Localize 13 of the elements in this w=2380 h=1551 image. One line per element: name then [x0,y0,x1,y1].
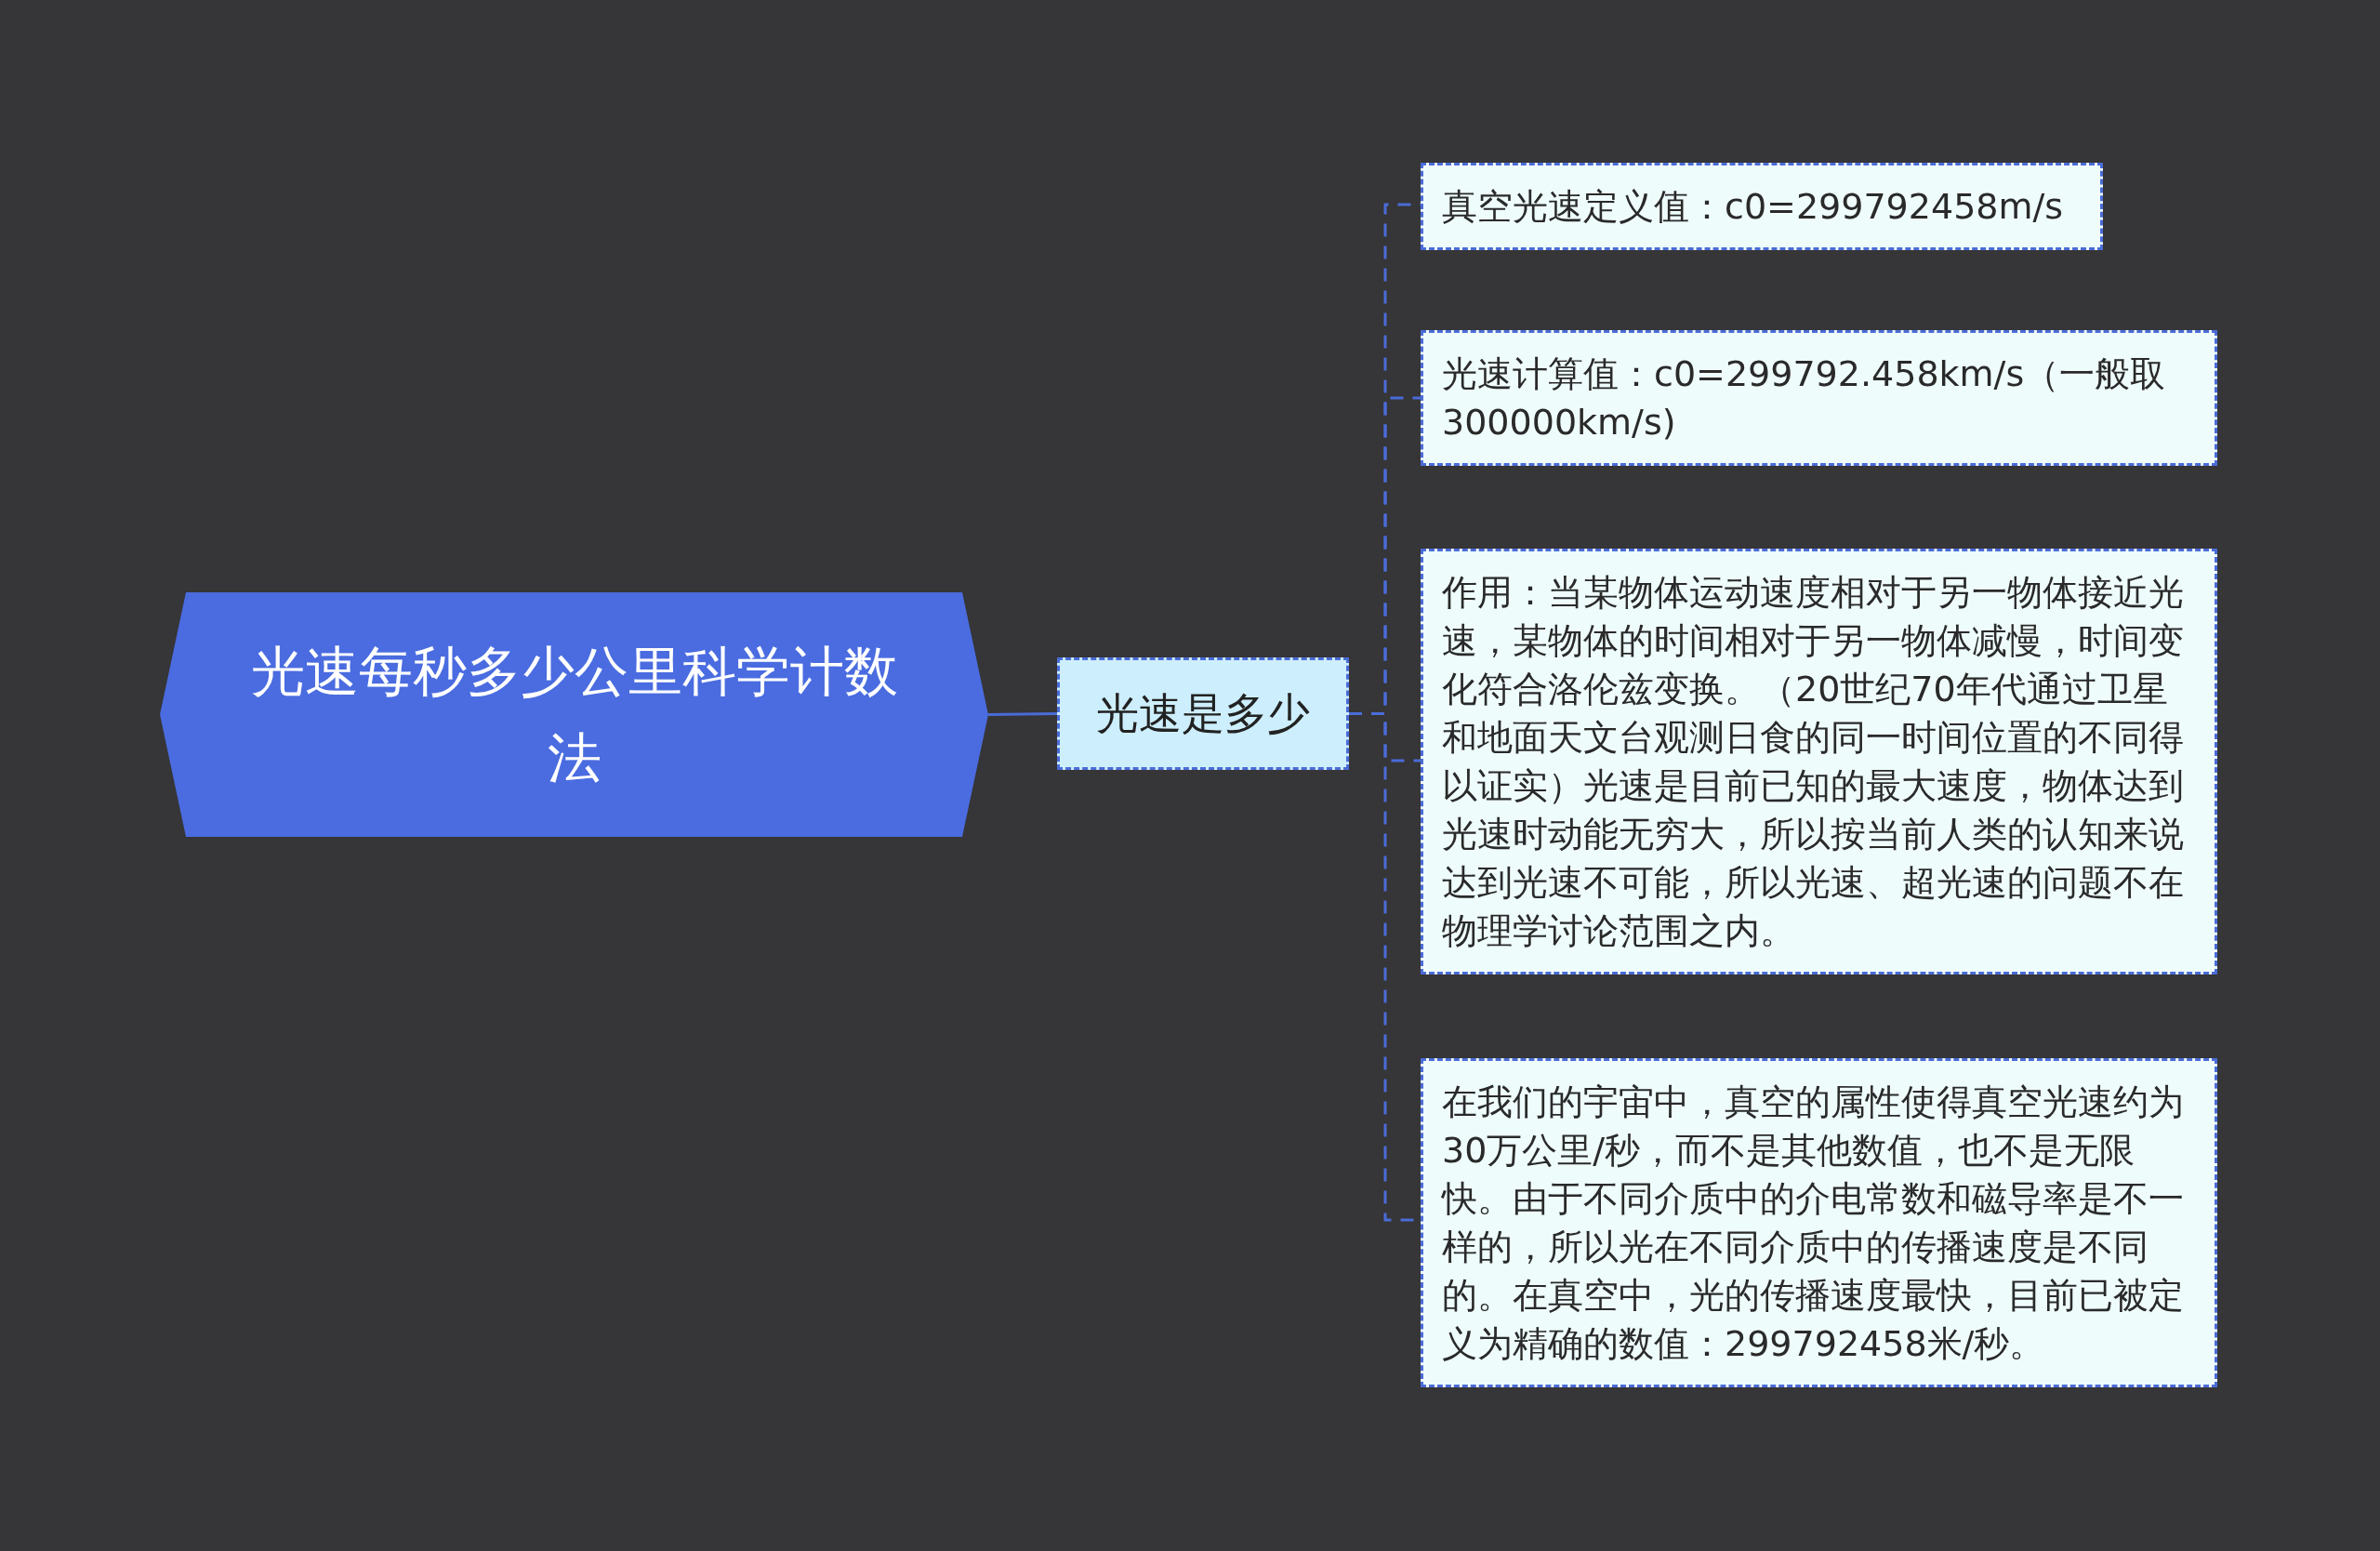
node-text: 作用：当某物体运动速度相对于另一物体接近光速，某物体的时间相对于另一物体减慢，时间变化符合洛伦兹变换。（20世纪70年代通过卫星和地面天文台观测日食的同一时间位置的不同得以证实）光速是目前已知的最大速度，物体达到光速时动能无穷大，所以按当前人类的认知来说达到光速不可能，所以光速、超光速的问题不在物理学讨论范围之内。 [1442,571,2185,953]
topic-hexagon [160,592,988,837]
node-text: 光速计算值：c0=299792.458km/s（一般取300000km/s) [1442,352,2167,444]
detail-box [1421,163,2103,250]
connector-line [987,712,1058,716]
detail-box [1421,330,2217,466]
node-text: 光速是多少 [1095,686,1311,740]
subtopic-box [1057,657,1349,770]
node-text: 在我们的宇宙中，真空的属性使得真空光速约为30万公里/秒，而不是其他数值，也不是无限快。由于不同介质中的介电常数和磁导率是不一样的，所以光在不同介质中的传播速度是不同的。在真空中，光的传播速度最快，目前已被定义为精确的数值：299792458米/秒。 [1442,1080,2185,1366]
detail-box [1421,1058,2217,1387]
node-text: 光速每秒多少公里科学计数法 [249,638,899,791]
node-text: 真空光速定义值：c0=299792458m/s [1442,185,2065,229]
detail-box [1421,549,2217,974]
